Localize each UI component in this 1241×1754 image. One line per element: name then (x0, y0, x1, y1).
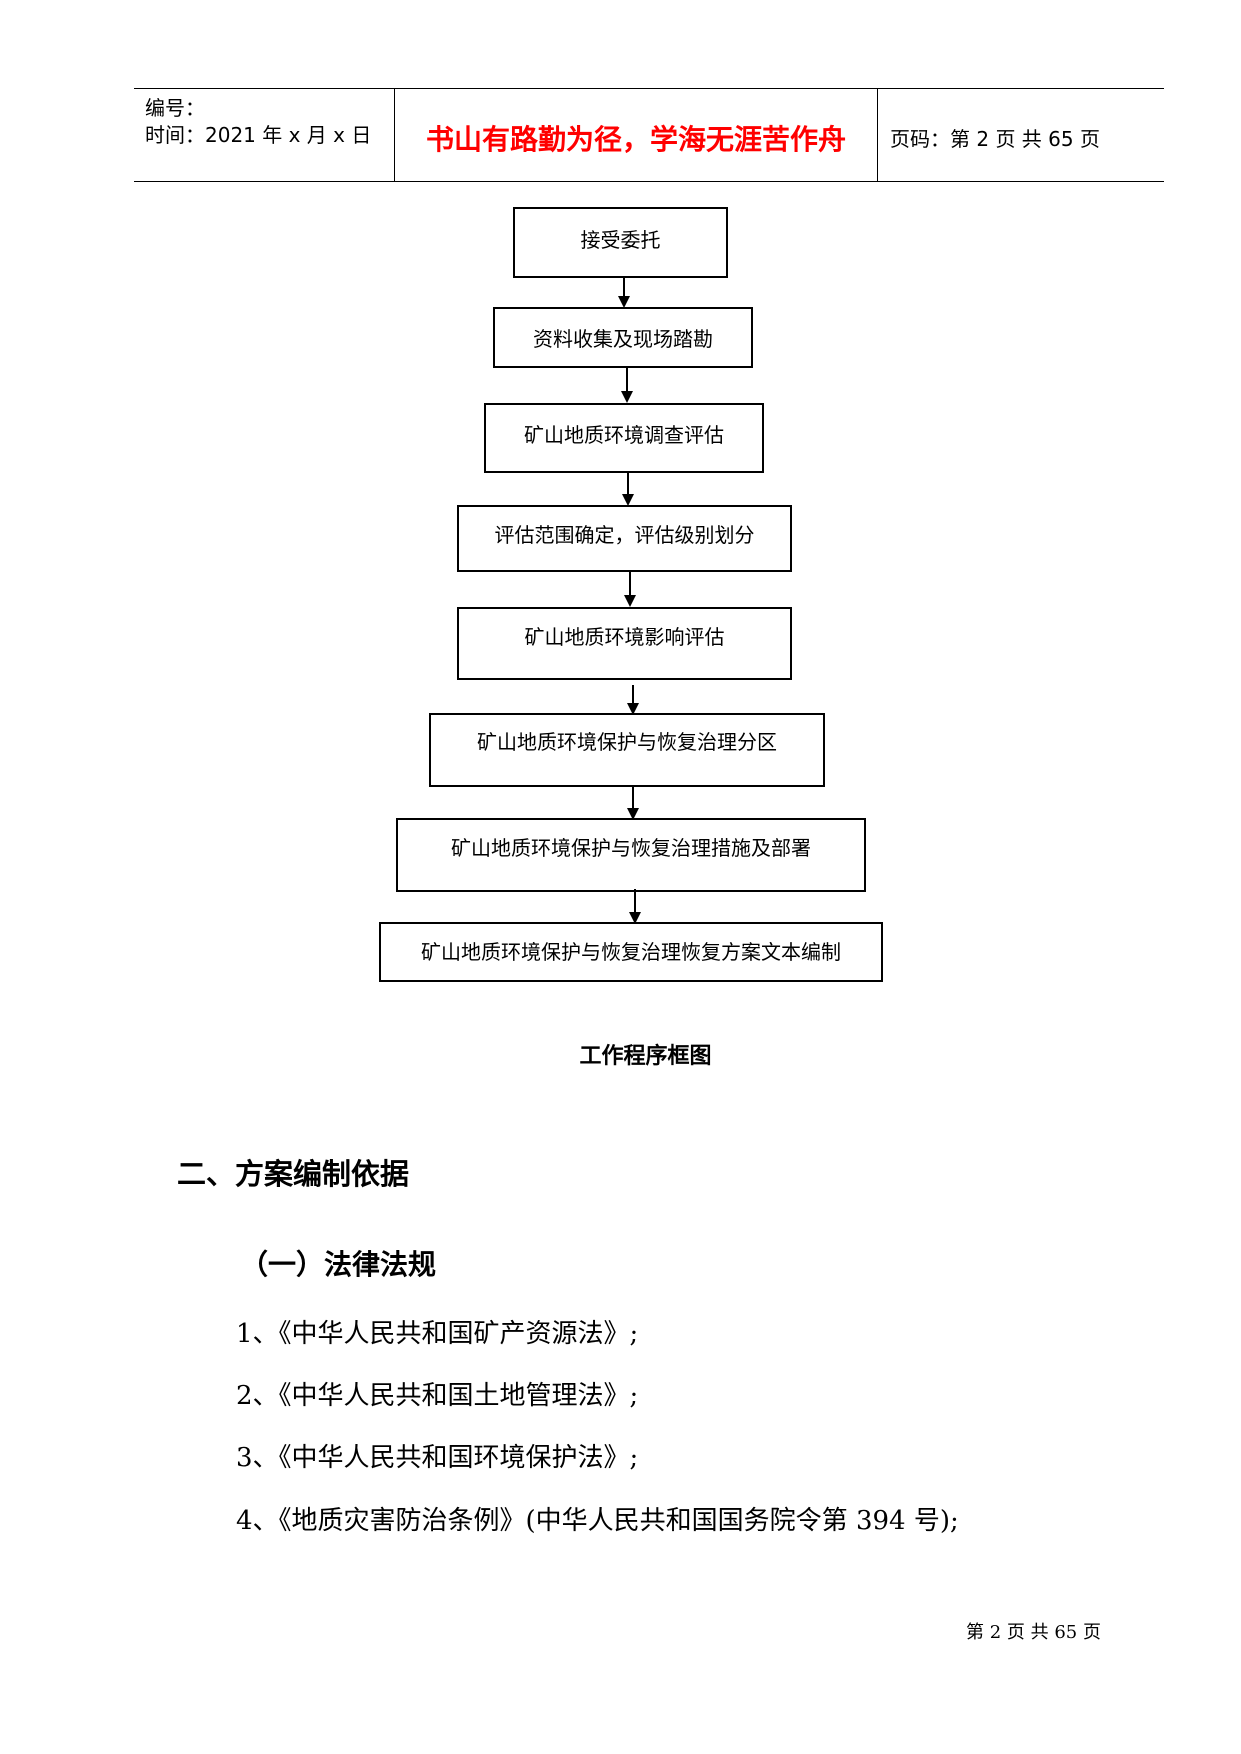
header-bottom-rule (134, 181, 1164, 182)
flow-step-8-label: 矿山地质环境保护与恢复治理恢复方案文本编制 (421, 940, 841, 964)
law-item-2: 2、《中华人民共和国土地管理法》; (236, 1381, 639, 1411)
flow-step-5: 矿山地质环境影响评估 (457, 607, 792, 680)
flow-arrow-2 (621, 368, 633, 403)
flow-arrow-5 (627, 685, 639, 715)
section-title: 二、方案编制依据 (177, 1157, 410, 1191)
flow-step-6: 矿山地质环境保护与恢复治理分区 (429, 713, 825, 787)
flow-step-1-label: 接受委托 (580, 228, 661, 252)
flow-step-2-label: 资料收集及现场踏勘 (533, 327, 713, 351)
flow-step-4: 评估范围确定，评估级别划分 (457, 505, 792, 572)
flow-step-3-label: 矿山地质环境调查评估 (524, 423, 724, 447)
flow-arrow-1 (618, 278, 630, 308)
flow-step-7: 矿山地质环境保护与恢复治理措施及部署 (396, 818, 866, 892)
page-footer: 第 2 页 共 65 页 (966, 1622, 1101, 1643)
law-item-1: 1、《中华人民共和国矿产资源法》; (236, 1319, 639, 1349)
flow-step-4-label: 评估范围确定，评估级别划分 (494, 523, 755, 547)
flow-arrow-3 (622, 473, 634, 506)
flow-step-5-label: 矿山地质环境影响评估 (524, 625, 725, 649)
subsection-title: （一）法律法规 (240, 1248, 437, 1281)
flow-arrow-7 (629, 889, 641, 924)
flow-arrow-6 (627, 787, 639, 820)
flow-step-2: 资料收集及现场踏勘 (493, 307, 753, 368)
flow-step-3: 矿山地质环境调查评估 (484, 403, 764, 473)
law-item-4: 4、《地质灾害防治条例》(中华人民共和国国务院令第 394 号); (236, 1506, 959, 1536)
flow-arrow-4 (624, 572, 636, 607)
flow-step-6-label: 矿山地质环境保护与恢复治理分区 (477, 730, 777, 754)
flowchart-caption: 工作程序框图 (579, 1044, 712, 1069)
header-divider-right (877, 88, 878, 181)
header-top-rule (134, 88, 1164, 89)
law-item-3: 3、《中华人民共和国环境保护法》; (236, 1443, 639, 1473)
flow-step-8: 矿山地质环境保护与恢复治理恢复方案文本编制 (379, 922, 883, 982)
flow-step-1: 接受委托 (513, 207, 728, 278)
header-number-label: 编号： (145, 96, 205, 120)
header-motto: 书山有路勤为径，学海无涯苦作舟 (425, 123, 846, 156)
flow-step-7-label: 矿山地质环境保护与恢复治理措施及部署 (451, 836, 811, 860)
header-time-label: 时间：2021 年 x 月 x 日 (145, 123, 372, 147)
header-page-label: 页码：第 2 页 共 65 页 (890, 127, 1100, 151)
header-divider-left (394, 88, 395, 181)
